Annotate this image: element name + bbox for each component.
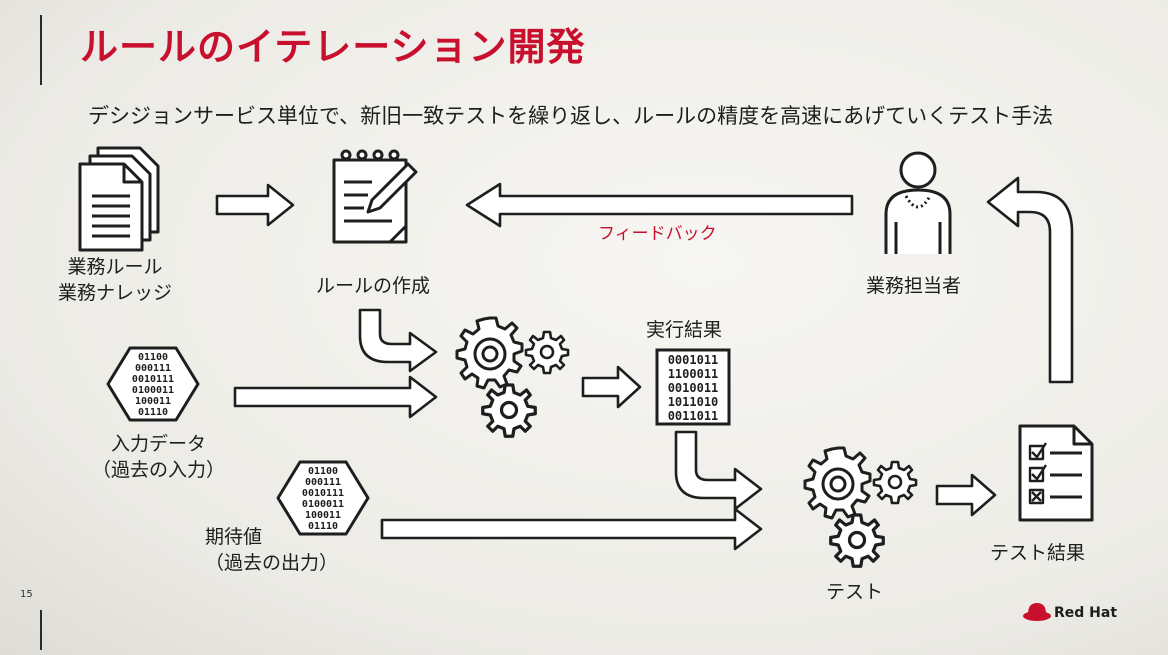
feedback-label: フィードバック: [598, 224, 717, 244]
brand-name: Red Hat: [1054, 605, 1118, 621]
slide-subtitle: デシジョンサービス単位で、新旧一致テストを繰り返し、ルールの精度を高速にあげてい…: [88, 104, 1054, 128]
arrow-feedback: [465, 182, 854, 228]
binary-line: 1011010: [668, 395, 719, 409]
business-owner-label: 業務担当者: [866, 275, 962, 297]
notepad-pencil-icon: [332, 149, 418, 244]
label-line: （過去の入力）: [92, 458, 226, 481]
slide-title: ルールのイテレーション開発: [80, 25, 586, 69]
red-hat-icon: [1023, 603, 1051, 621]
binary-line: 100011: [305, 510, 341, 521]
arrow-engine-to-execution: [581, 365, 642, 409]
gears-test-icon: [803, 446, 918, 568]
binary-line: 0001011: [668, 353, 719, 367]
binary-line: 0010111: [302, 488, 344, 499]
binary-hexagon-input-icon: 01100 000111 0010111 0100011 100011 0111…: [106, 346, 200, 422]
label-line: （過去の出力）: [205, 551, 339, 574]
expected-value-label: 期待値 （過去の出力）: [205, 525, 338, 576]
label-line: 業務ナレッジ: [58, 281, 173, 304]
arrow-docs-to-creation: [215, 183, 295, 227]
binary-line: 01110: [138, 407, 168, 418]
test-label: テスト: [826, 581, 884, 603]
binary-line: 000111: [135, 363, 171, 374]
arrow-creation-to-engine: [358, 308, 438, 373]
red-hat-logo: Red Hat: [1022, 600, 1122, 630]
execution-result-label: 実行結果: [646, 319, 723, 341]
binary-line: 0010111: [132, 374, 174, 385]
binary-line: 0100011: [302, 499, 344, 510]
gears-engine-icon: [455, 316, 570, 438]
binary-line: 01110: [308, 521, 338, 532]
arrow-result-to-owner: [986, 176, 1074, 384]
documents-icon: [78, 146, 160, 252]
person-icon: [884, 151, 952, 254]
arrow-execution-to-test: [674, 430, 763, 511]
arrow-test-to-result: [935, 473, 997, 517]
binary-hexagon-expected-icon: 01100 000111 0010111 0100011 100011 0111…: [276, 460, 370, 536]
arrow-input-to-engine: [233, 375, 438, 419]
label-line: 入力データ: [111, 433, 207, 455]
left-edge-line-top: [40, 15, 42, 85]
binary-line: 1100011: [668, 367, 719, 381]
input-data-label: 入力データ （過去の入力）: [92, 432, 225, 483]
rule-creation-label: ルールの作成: [316, 275, 431, 297]
business-rules-label: 業務ルール 業務ナレッジ: [58, 255, 172, 306]
left-edge-line-bottom: [40, 610, 42, 650]
binary-line: 000111: [305, 477, 341, 488]
binary-line: 01100: [308, 466, 338, 477]
page-number: 15: [20, 589, 33, 600]
binary-line: 100011: [135, 396, 171, 407]
binary-line: 01100: [138, 352, 168, 363]
binary-line: 0100011: [132, 385, 174, 396]
label-line: 業務ルール: [67, 256, 163, 278]
label-line: 期待値: [205, 526, 263, 548]
binary-line: 0010011: [668, 381, 719, 395]
binary-line: 0011011: [668, 409, 719, 423]
arrow-expected-to-test: [380, 507, 763, 551]
test-result-label: テスト結果: [990, 542, 1086, 564]
binary-grid-icon: 0001011 1100011 0010011 1011010 0011011: [655, 348, 731, 426]
checklist-icon: [1018, 424, 1094, 522]
